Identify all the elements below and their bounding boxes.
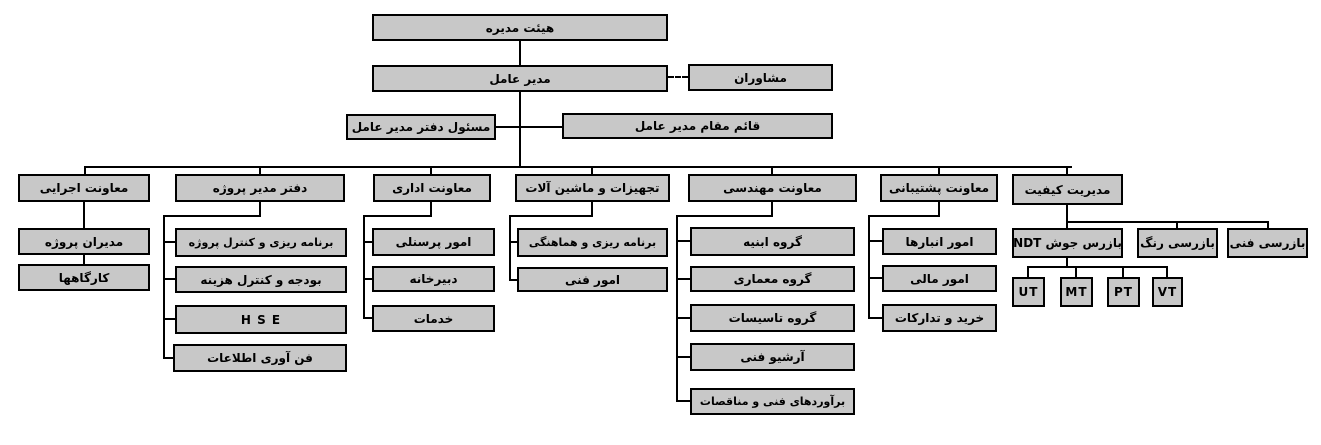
org-node-buildings-group: گروه ابنیه bbox=[690, 227, 855, 256]
connector-line bbox=[868, 215, 870, 319]
org-node-deputy-ceo: قائم مقام مدیر عامل bbox=[562, 113, 833, 139]
org-node-workshops: کارگاهها bbox=[18, 264, 150, 291]
org-node-dept-project-office: دفتر مدیر پروژه bbox=[175, 174, 345, 202]
connector-line bbox=[363, 317, 372, 319]
connector-line bbox=[84, 166, 86, 174]
org-node-ndt-mt: MT bbox=[1060, 277, 1093, 307]
org-node-ndt-ut: UT bbox=[1012, 277, 1045, 307]
connector-line bbox=[1176, 221, 1178, 228]
org-node-information-technology: فن آوری اطلاعات bbox=[173, 344, 347, 372]
connector-line bbox=[938, 202, 940, 217]
connector-line bbox=[868, 215, 940, 217]
org-node-services: خدمات bbox=[372, 305, 495, 332]
connector-line bbox=[868, 277, 882, 279]
connector-line bbox=[163, 357, 175, 359]
connector-line bbox=[676, 215, 773, 217]
connector-line bbox=[521, 126, 562, 128]
connector-line bbox=[1066, 166, 1068, 174]
connector-line bbox=[1166, 266, 1168, 277]
connector-line bbox=[430, 202, 432, 217]
connector-line bbox=[363, 215, 365, 319]
connector-line bbox=[676, 317, 690, 319]
org-node-dept-administrative: معاونت اداری bbox=[373, 174, 491, 202]
org-node-ndt-weld-inspection: بازرس جوش NDT bbox=[1012, 228, 1123, 258]
org-node-ndt-vt: VT bbox=[1152, 277, 1183, 307]
connector-line bbox=[509, 279, 517, 281]
connector-line bbox=[163, 318, 175, 320]
connector-line bbox=[83, 255, 85, 264]
connector-line bbox=[1027, 266, 1029, 277]
org-node-technical-inspection: بازرسی فنی bbox=[1227, 228, 1308, 258]
connector-line-dashed bbox=[668, 76, 688, 78]
connector-line bbox=[676, 400, 690, 402]
org-node-installations-group: گروه تاسیسات bbox=[690, 304, 855, 332]
connector-line bbox=[509, 215, 511, 281]
connector-line bbox=[771, 166, 773, 174]
connector-line bbox=[1075, 266, 1077, 277]
org-node-dept-support: معاونت پشتیبانی bbox=[880, 174, 998, 202]
org-node-dept-engineering: معاونت مهندسی bbox=[688, 174, 857, 202]
connector-line bbox=[519, 41, 521, 65]
org-node-financial-affairs: امور مالی bbox=[882, 265, 997, 292]
connector-line bbox=[1066, 258, 1068, 268]
connector-line bbox=[163, 215, 165, 359]
connector-line bbox=[430, 166, 432, 174]
connector-line bbox=[676, 240, 690, 242]
org-node-personnel-affairs: امور پرسنلی bbox=[372, 228, 495, 256]
connector-line bbox=[1066, 205, 1068, 228]
connector-line bbox=[363, 241, 372, 243]
org-node-ndt-pt: PT bbox=[1107, 277, 1140, 307]
connector-line bbox=[1027, 266, 1168, 268]
org-node-project-managers: مدیران پروژه bbox=[18, 228, 150, 255]
connector-line bbox=[163, 241, 175, 243]
org-node-dept-executive: معاونت اجرایی bbox=[18, 174, 150, 202]
org-node-planning-coordination: برنامه ریزی و هماهنگی bbox=[517, 228, 668, 257]
connector-line bbox=[163, 215, 261, 217]
connector-line bbox=[84, 166, 1072, 168]
org-node-board: هیئت مدیره bbox=[372, 14, 668, 41]
org-node-secretariat: دبیرخانه bbox=[372, 266, 495, 292]
org-node-architecture-group: گروه معماری bbox=[690, 266, 855, 292]
connector-line bbox=[1066, 221, 1269, 223]
connector-line bbox=[83, 202, 85, 228]
connector-line bbox=[938, 166, 940, 174]
org-node-estimates-tenders: برآوردهای فنی و مناقصات bbox=[690, 388, 855, 415]
org-node-dept-equipment: تجهیزات و ماشین آلات bbox=[515, 174, 670, 202]
connector-line bbox=[509, 215, 593, 217]
connector-line bbox=[868, 317, 882, 319]
connector-line bbox=[676, 278, 690, 280]
connector-line bbox=[363, 215, 432, 217]
org-node-dept-quality: مدیریت کیفیت bbox=[1012, 174, 1123, 205]
connector-line bbox=[163, 278, 175, 280]
connector-line bbox=[496, 126, 519, 128]
org-node-paint-inspection: بازرسی رنگ bbox=[1137, 228, 1218, 258]
connector-line bbox=[259, 202, 261, 217]
org-node-advisors: مشاوران bbox=[688, 64, 833, 91]
connector-line bbox=[771, 202, 773, 217]
org-node-warehouse-affairs: امور انبارها bbox=[882, 228, 997, 255]
org-node-planning-project-control: برنامه ریزی و کنترل پروژه bbox=[175, 228, 347, 257]
org-node-budget-cost-control: بودجه و کنترل هزینه bbox=[175, 266, 347, 293]
connector-line bbox=[1122, 266, 1124, 277]
connector-line bbox=[509, 241, 517, 243]
connector-line bbox=[591, 166, 593, 174]
connector-line bbox=[519, 92, 521, 168]
org-node-technical-archive: آرشیو فنی bbox=[690, 343, 855, 371]
connector-line bbox=[591, 202, 593, 217]
connector-line bbox=[868, 240, 882, 242]
org-node-procurement: خرید و تدارکات bbox=[882, 304, 997, 332]
connector-line bbox=[1267, 221, 1269, 228]
connector-line bbox=[676, 215, 678, 402]
connector-line bbox=[676, 356, 690, 358]
org-node-office-manager: مسئول دفتر مدیر عامل bbox=[346, 114, 496, 140]
connector-line bbox=[363, 278, 372, 280]
connector-line bbox=[259, 166, 261, 174]
org-node-ceo: مدیر عامل bbox=[372, 65, 668, 92]
org-node-technical-affairs: امور فنی bbox=[517, 267, 668, 292]
org-node-hse: H S E bbox=[175, 305, 347, 334]
